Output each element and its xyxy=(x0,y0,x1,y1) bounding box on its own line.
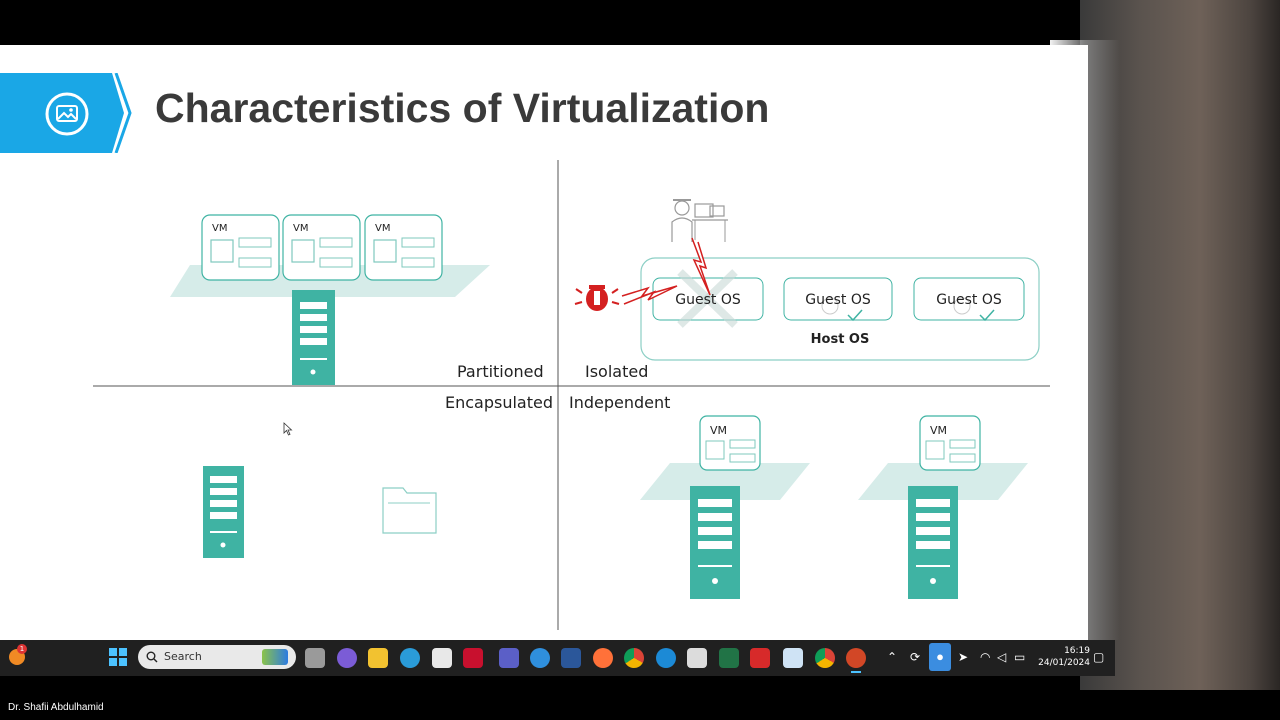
guest-os-label: Guest OS xyxy=(805,292,871,308)
encapsulated-diagram xyxy=(203,466,437,558)
vm-label: VM xyxy=(293,223,308,234)
volume-icon[interactable]: ◁ xyxy=(997,650,1007,664)
vm-host-unit: VM xyxy=(858,415,1028,599)
presentation-slide: Characteristics of Virtualization VM VM … xyxy=(0,45,1088,640)
lightning-bolt-icon xyxy=(691,237,711,296)
malware-bug-icon xyxy=(574,285,620,311)
store-app-icon[interactable] xyxy=(432,648,452,668)
active-app-indicator xyxy=(851,671,861,673)
teams-icon[interactable] xyxy=(499,648,519,668)
powerpoint-icon[interactable] xyxy=(846,648,866,668)
chat-app-icon[interactable] xyxy=(337,648,357,668)
guest-os-box: Guest OS xyxy=(652,269,764,328)
edge-browser-icon[interactable] xyxy=(400,648,420,668)
acrobat-icon[interactable] xyxy=(750,648,770,668)
sync-app-icon[interactable] xyxy=(530,648,550,668)
chrome-icon[interactable] xyxy=(624,648,644,668)
start-button-icon[interactable] xyxy=(109,648,127,666)
label-partitioned: Partitioned xyxy=(457,362,544,381)
vm-label: VM xyxy=(710,424,727,437)
blurred-background xyxy=(1050,0,1280,690)
paint-app-icon[interactable] xyxy=(687,648,707,668)
microphone-icon[interactable]: ● xyxy=(929,643,951,671)
notifications-icon[interactable]: ▢ xyxy=(1093,650,1105,664)
guest-os-label: Guest OS xyxy=(936,292,1002,308)
system-clock[interactable]: 16:19 24/01/2024 xyxy=(1034,645,1090,669)
sync-status-icon[interactable]: ⟳ xyxy=(910,650,921,664)
label-independent: Independent xyxy=(569,393,671,412)
word-icon[interactable] xyxy=(561,648,581,668)
label-encapsulated: Encapsulated xyxy=(445,393,554,412)
show-hidden-icons-chevron-icon[interactable]: ⌃ xyxy=(887,650,898,664)
search-icon xyxy=(146,651,158,663)
server-tower-icon xyxy=(292,290,335,385)
presenter-caption: Dr. Shafii Abdulhamid xyxy=(8,702,104,713)
image-icon xyxy=(45,92,89,136)
slide-title: Characteristics of Virtualization xyxy=(155,85,770,131)
attacker-icon xyxy=(671,199,728,242)
clock-date: 24/01/2024 xyxy=(1038,658,1090,668)
taskbar-search-box[interactable]: Search xyxy=(138,645,296,669)
folder-icon xyxy=(382,487,437,534)
title-banner xyxy=(0,73,132,153)
vm-host-unit: VM xyxy=(640,415,810,599)
vm-box: VM xyxy=(201,214,280,281)
server-tower-icon xyxy=(203,466,244,558)
search-highlight-icon xyxy=(262,649,288,665)
vm-box: VM xyxy=(282,214,361,281)
partitioned-diagram: VM VM VM xyxy=(170,214,490,385)
isolated-diagram: Guest OS Guest OS Guest OS Host OS xyxy=(574,199,1040,361)
host-os-label: Host OS xyxy=(811,332,870,347)
chrome-profile-icon[interactable] xyxy=(815,648,835,668)
quadrant-dividers xyxy=(93,160,1050,630)
guest-os-box: Guest OS xyxy=(913,277,1025,322)
search-placeholder: Search xyxy=(164,650,202,663)
lightning-bolt-icon xyxy=(621,285,678,305)
vm-box: VM xyxy=(364,214,443,281)
vm-label: VM xyxy=(375,223,390,234)
independent-diagram: VM VM xyxy=(640,415,1028,599)
webex-icon[interactable] xyxy=(656,648,676,668)
mouse-cursor-icon xyxy=(283,422,293,436)
excel-icon[interactable] xyxy=(719,648,739,668)
wifi-icon[interactable]: ◠ xyxy=(980,650,991,664)
mcafee-icon[interactable] xyxy=(463,648,483,668)
guest-os-label: Guest OS xyxy=(675,292,741,308)
clock-time: 16:19 xyxy=(1064,646,1090,656)
firefox-icon[interactable] xyxy=(593,648,613,668)
vm-label: VM xyxy=(930,424,947,437)
file-explorer-icon[interactable] xyxy=(368,648,388,668)
battery-icon[interactable]: ▭ xyxy=(1014,650,1026,664)
location-icon[interactable]: ➤ xyxy=(958,650,969,664)
guest-os-box: Guest OS xyxy=(783,277,893,322)
notification-badge: 1 xyxy=(17,644,27,654)
task-view-icon[interactable] xyxy=(305,648,325,668)
label-isolated: Isolated xyxy=(585,362,649,381)
photos-app-icon[interactable] xyxy=(783,648,803,668)
vm-label: VM xyxy=(212,223,227,234)
